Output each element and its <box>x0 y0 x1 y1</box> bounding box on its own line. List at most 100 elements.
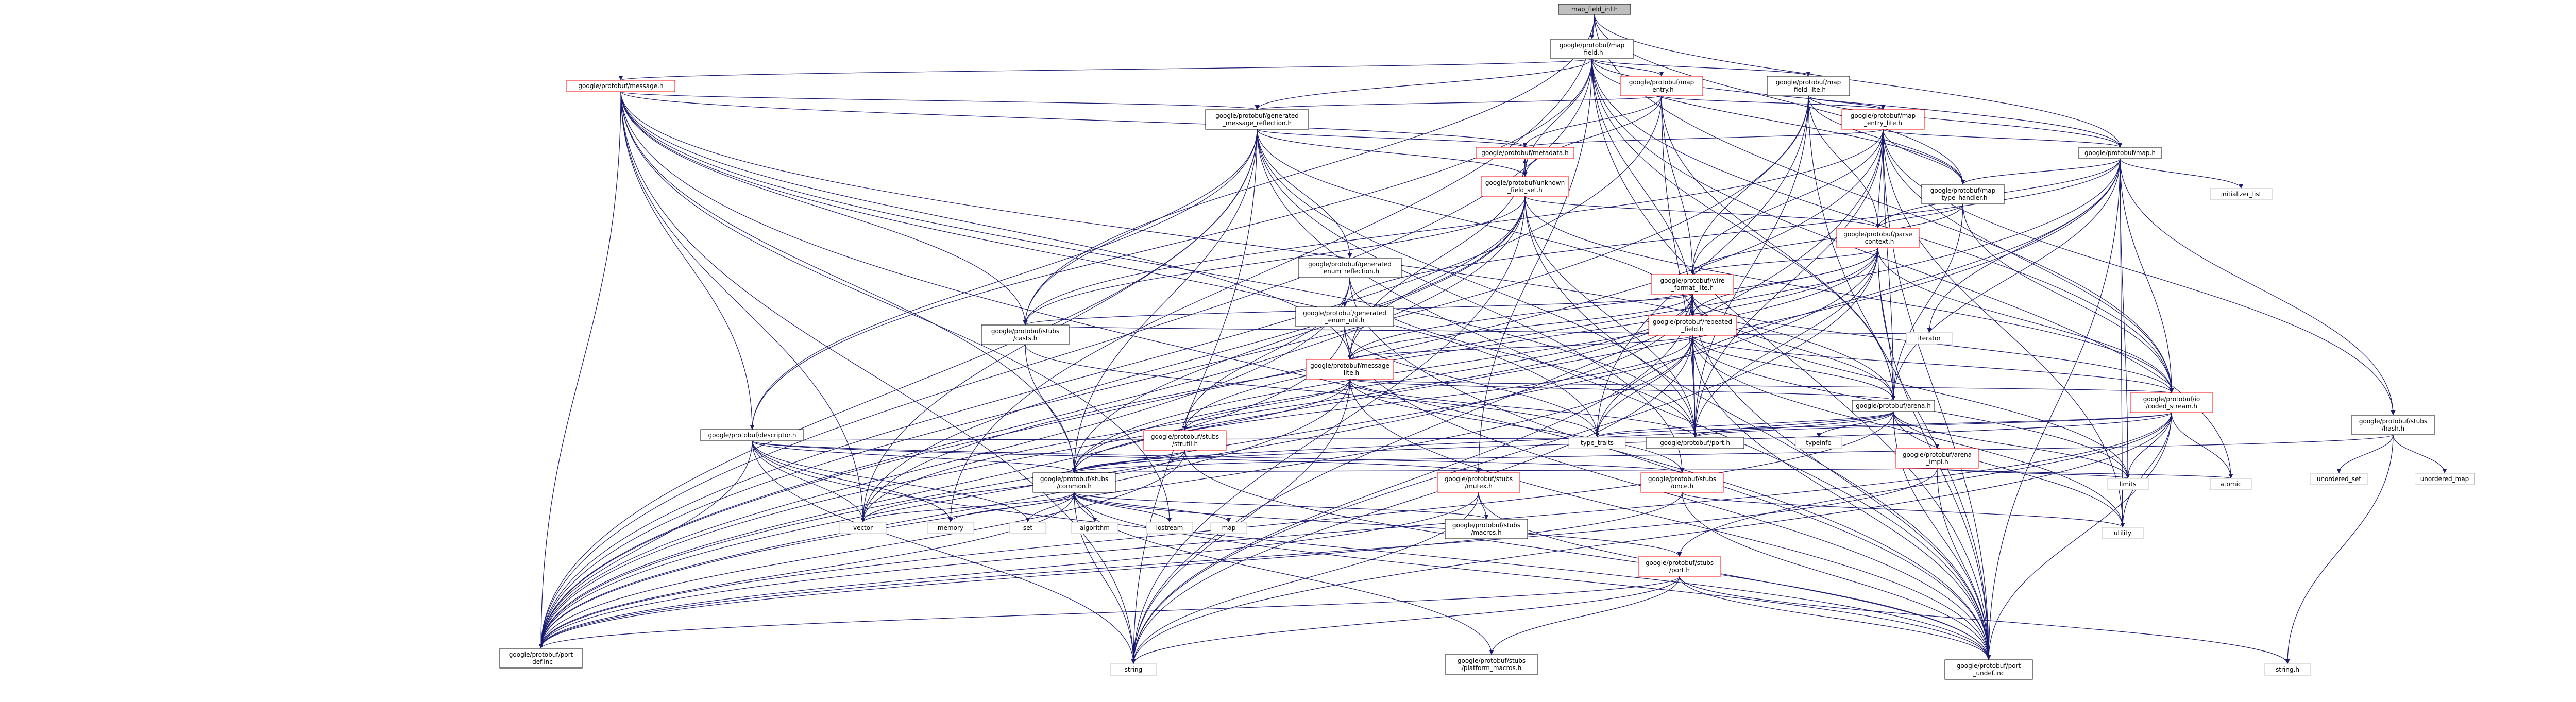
node-port_def[interactable]: google/protobuf/port_def.inc <box>499 648 583 669</box>
node-common[interactable]: google/protobuf/stubs/common.h <box>1032 472 1116 493</box>
node-unknown[interactable]: google/protobuf/unknown_field_set.h <box>1481 176 1569 197</box>
node-wire_format_lite[interactable]: google/protobuf/wire_format_lite.h <box>1651 274 1734 295</box>
node-root[interactable]: map_field_inl.h <box>1558 4 1631 15</box>
node-port_undef[interactable]: google/protobuf/port_undef.inc <box>1944 659 2033 680</box>
node-map_std[interactable]: map <box>1210 522 1247 534</box>
node-iterator[interactable]: iterator <box>1906 332 1953 345</box>
edge-map_entry_lite-to-map <box>1883 129 2123 148</box>
edge-strutil-to-port_def <box>538 450 1185 649</box>
node-box <box>1550 39 1634 59</box>
edge-gen_enum_refl-to-port <box>1349 277 1698 438</box>
edge-gen_refl-to-port <box>1257 129 1698 438</box>
edge-coded_stream-to-utility <box>2120 412 2172 528</box>
edge-wire_format_lite-to-port_undef <box>1692 294 1991 660</box>
edge-coded_stream-to-port <box>1692 412 2172 438</box>
edge-map_field-to-message <box>619 58 1592 81</box>
node-atomic[interactable]: atomic <box>2210 478 2252 490</box>
node-gen_enum_refl[interactable]: google/protobuf/generated_enum_reflectio… <box>1298 258 1402 278</box>
node-descriptor[interactable]: google/protobuf/descriptor.h <box>700 429 804 441</box>
node-label: _type_handler.h <box>1938 194 1988 201</box>
edge-stubs_port-to-string <box>1131 576 1680 664</box>
node-repeated_field[interactable]: google/protobuf/repeated_field.h <box>1648 315 1737 336</box>
node-label: _context.h <box>1861 238 1894 245</box>
node-label: google/protobuf/map <box>1560 42 1625 49</box>
node-box <box>1110 663 1157 676</box>
node-label: google/protobuf/repeated <box>1653 318 1732 326</box>
node-strutil[interactable]: google/protobuf/stubs/strutil.h <box>1143 430 1227 451</box>
node-label: _format_lite.h <box>1671 284 1714 292</box>
node-box <box>1306 359 1394 380</box>
node-string[interactable]: string <box>1110 663 1157 676</box>
node-initializer_list[interactable]: initializer_list <box>2210 188 2273 200</box>
node-stubs_port[interactable]: google/protobuf/stubs/port.h <box>1638 556 1721 577</box>
edge-strutil-to-common <box>1072 450 1185 473</box>
node-label: google/protobuf/unknown <box>1485 179 1565 186</box>
node-map_entry_lite[interactable]: google/protobuf/map_entry_lite.h <box>1841 109 1925 130</box>
node-map[interactable]: google/protobuf/map.h <box>2078 147 2162 159</box>
edge-gen_refl-to-once <box>1257 129 1685 473</box>
node-box <box>1921 184 2005 204</box>
node-box <box>1651 274 1734 295</box>
node-metadata[interactable]: google/protobuf/metadata.h <box>1476 147 1574 159</box>
node-map_field_lite[interactable]: google/protobuf/map_field_lite.h <box>1767 76 1850 96</box>
node-label: google/protobuf/arena.h <box>1856 402 1931 409</box>
node-map_field[interactable]: google/protobuf/map_field.h <box>1550 39 1634 59</box>
node-macros[interactable]: google/protobuf/stubs/macros.h <box>1445 519 1528 539</box>
edge-unknown-to-casts <box>1023 196 1526 326</box>
node-box <box>2210 188 2273 200</box>
node-label: google/protobuf/metadata.h <box>1481 149 1568 157</box>
node-unordered_map[interactable]: unordered_map <box>2415 473 2475 485</box>
node-arena_impl[interactable]: google/protobuf/arena_impl.h <box>1895 448 1979 469</box>
node-casts[interactable]: google/protobuf/stubs/casts.h <box>981 324 1070 345</box>
edge-gen_refl-to-gen_enum_refl <box>1257 129 1352 259</box>
edge-hash-to-unordered_map <box>2393 434 2447 474</box>
node-label: google/protobuf/message.h <box>578 82 663 90</box>
node-message_lite[interactable]: google/protobuf/message_lite.h <box>1306 359 1394 380</box>
edge-casts-to-type_traits <box>1025 344 1600 438</box>
node-box <box>1836 228 1920 248</box>
node-box <box>1205 109 1309 130</box>
node-map_type_handler[interactable]: google/protobuf/map_type_handler.h <box>1921 184 2005 204</box>
edge-parse_context-to-strutil <box>1182 247 1878 431</box>
node-coded_stream[interactable]: google/protobuf/io/coded_stream.h <box>2130 392 2213 413</box>
edge-message-to-casts <box>620 91 1028 326</box>
node-memory[interactable]: memory <box>927 522 974 534</box>
node-port[interactable]: google/protobuf/port.h <box>1646 437 1744 449</box>
node-set[interactable]: set <box>1009 522 1046 534</box>
node-typeinfo[interactable]: typeinfo <box>1795 437 1842 449</box>
node-box <box>1445 519 1528 539</box>
edge-mutex-to-string <box>1131 492 1479 664</box>
node-platform_macros[interactable]: google/protobuf/stubs/platform_macros.h <box>1445 654 1538 675</box>
edge-message-to-port <box>620 91 1698 438</box>
edge-map_entry-to-map_entry_lite <box>1661 95 1886 110</box>
node-label: google/protobuf/port.h <box>1660 439 1730 447</box>
node-limits[interactable]: limits <box>2107 478 2149 490</box>
edge-root-to-casts <box>1023 14 1595 326</box>
node-algorithm[interactable]: algorithm <box>1071 522 1118 534</box>
edge-map_field_lite-to-map <box>1808 95 2123 148</box>
node-vector[interactable]: vector <box>839 522 887 534</box>
edge-repeated_field-to-type_traits <box>1595 335 1693 438</box>
node-iostream[interactable]: iostream <box>1146 522 1193 534</box>
edge-root-to-map <box>1594 14 2123 148</box>
node-parse_context[interactable]: google/protobuf/parse_context.h <box>1836 228 1920 248</box>
edge-gen_refl-to-descriptor <box>750 129 1258 430</box>
edge-arena_impl-to-port_def <box>538 468 1938 649</box>
node-box <box>1481 176 1569 197</box>
node-gen_enum_util[interactable]: google/protobuf/generated_enum_util.h <box>1295 306 1394 327</box>
node-label: limits <box>2120 481 2137 488</box>
node-utility[interactable]: utility <box>2102 527 2144 539</box>
node-string_h[interactable]: string.h <box>2264 663 2311 676</box>
node-box <box>1476 147 1574 159</box>
node-once[interactable]: google/protobuf/stubs/once.h <box>1640 472 1724 493</box>
node-gen_refl[interactable]: google/protobuf/generated_message_reflec… <box>1205 109 1309 130</box>
node-label: google/protobuf/map <box>1851 112 1916 119</box>
edge-map_entry-to-port_def <box>538 95 1662 649</box>
node-mutex[interactable]: google/protobuf/stubs/mutex.h <box>1437 472 1520 493</box>
node-type_traits[interactable]: type_traits <box>1568 437 1626 449</box>
node-map_entry[interactable]: google/protobuf/map_entry.h <box>1620 76 1703 96</box>
node-message[interactable]: google/protobuf/message.h <box>566 80 675 92</box>
node-unordered_set[interactable]: unordered_set <box>2310 473 2368 485</box>
node-arena[interactable]: google/protobuf/arena.h <box>1852 400 1935 412</box>
node-hash[interactable]: google/protobuf/stubs/hash.h <box>2351 415 2435 435</box>
